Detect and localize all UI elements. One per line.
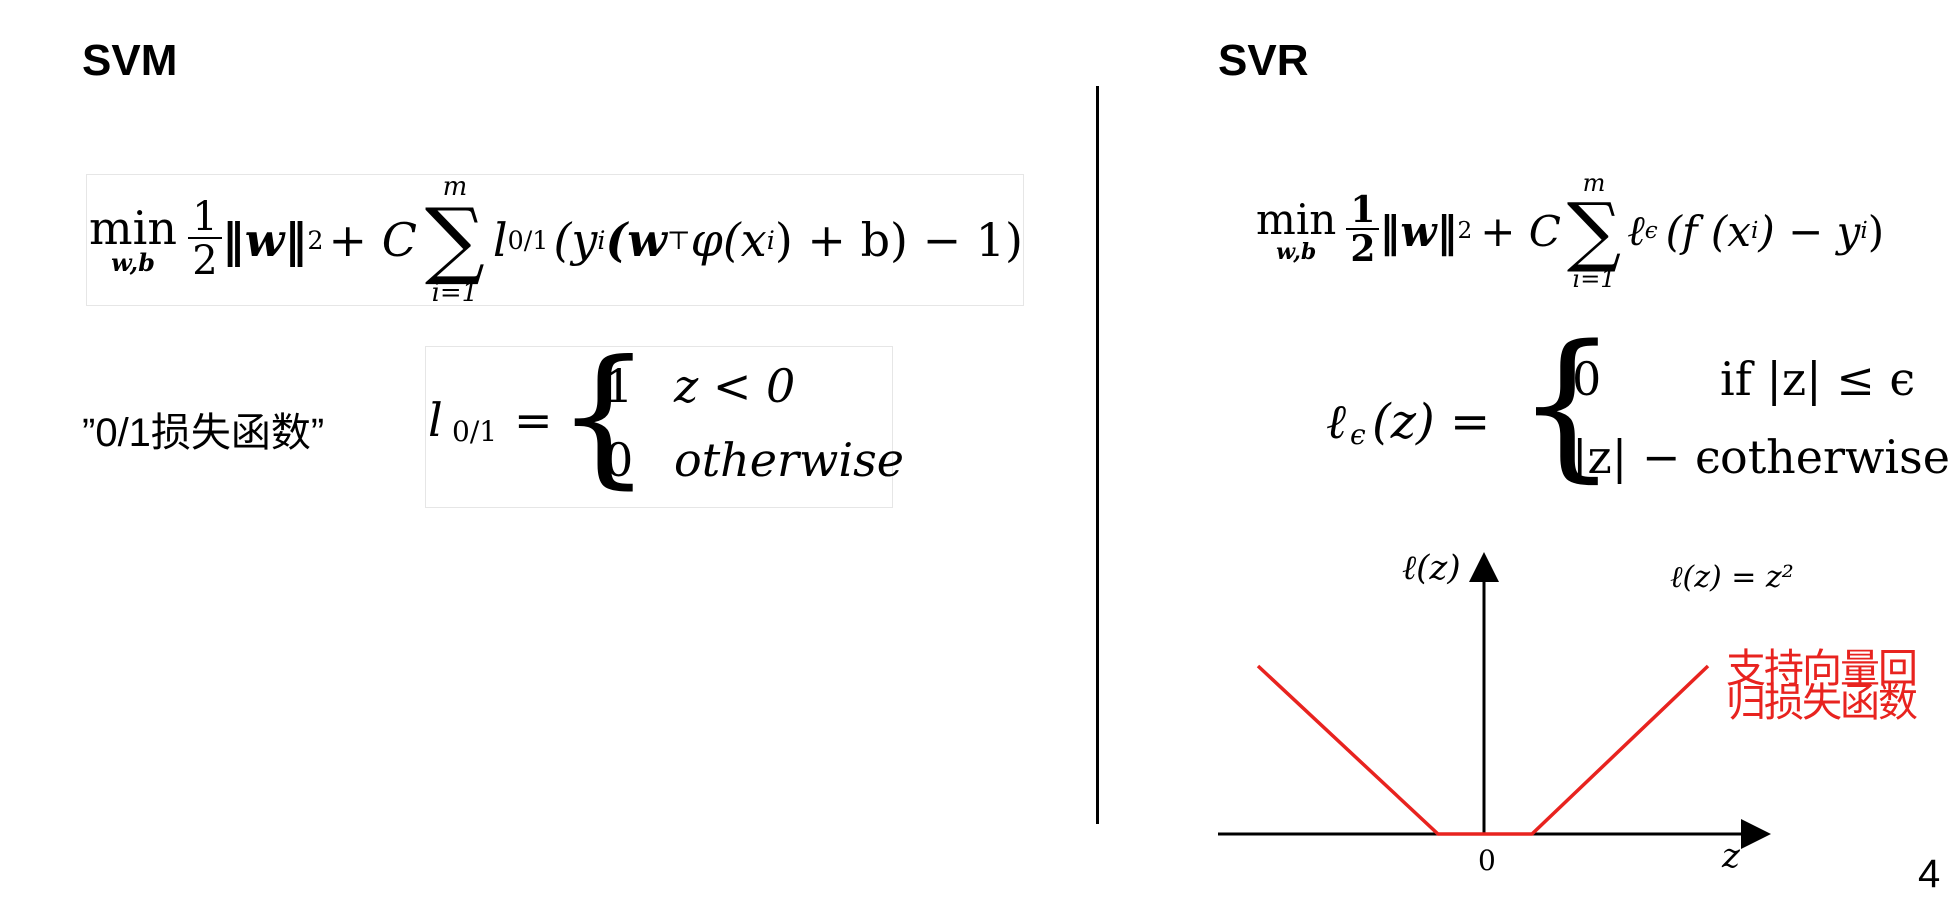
svr-title: SVR (1218, 36, 1309, 85)
svr-half-fraction: 1 2 (1346, 192, 1380, 270)
svr-loss-definition: ℓ ϵ (z) = { 0 if |z| ≤ ϵ |z| − ϵ otherwi… (1326, 310, 1950, 497)
curve-equation-label: ℓ(z) = z² (1670, 560, 1794, 595)
svm-c-term: + C (328, 213, 417, 267)
x-axis-label: z (1722, 836, 1740, 876)
epsilon-insensitive-loss-line (1256, 664, 1710, 836)
vertical-divider (1096, 86, 1099, 824)
svm-norm-w: ‖w‖ (221, 213, 308, 267)
svr-loss-annotation: 支持向量回 归损失函数 (1726, 647, 1918, 725)
svm-loss-label: ”0/1损失函数” (82, 411, 325, 455)
svm-min-operator: min w,b (89, 201, 177, 277)
annotation-line-2: 归损失函数 (1726, 681, 1918, 725)
svm-sum-operator: m ∑ i=1 (424, 172, 485, 308)
svr-brace: { (1516, 310, 1618, 497)
svm-loss-definition: l 0/1 = { 1 z < 0 0 otherwise (425, 341, 904, 508)
svr-loss-plot (1218, 552, 1771, 849)
annotation-line-1: 支持向量回 (1726, 647, 1918, 691)
y-axis-label: ℓ(z) (1402, 548, 1461, 588)
svm-half-fraction: 1 2 (188, 197, 222, 283)
svm-loss-symbol: l (492, 213, 508, 267)
svr-c-term: + C (1480, 206, 1561, 256)
page-number: 4 (1918, 852, 1941, 896)
svr-sum-operator: m ∑ i=1 (1566, 168, 1622, 294)
origin-label: 0 (1478, 844, 1496, 877)
svr-norm-w: ‖w‖ (1379, 206, 1458, 256)
svm-title: SVM (82, 36, 178, 85)
svr-min-operator: min w,b (1256, 195, 1337, 265)
svm-brace: { (556, 329, 652, 503)
svr-loss-symbol: ℓ (1627, 206, 1645, 255)
